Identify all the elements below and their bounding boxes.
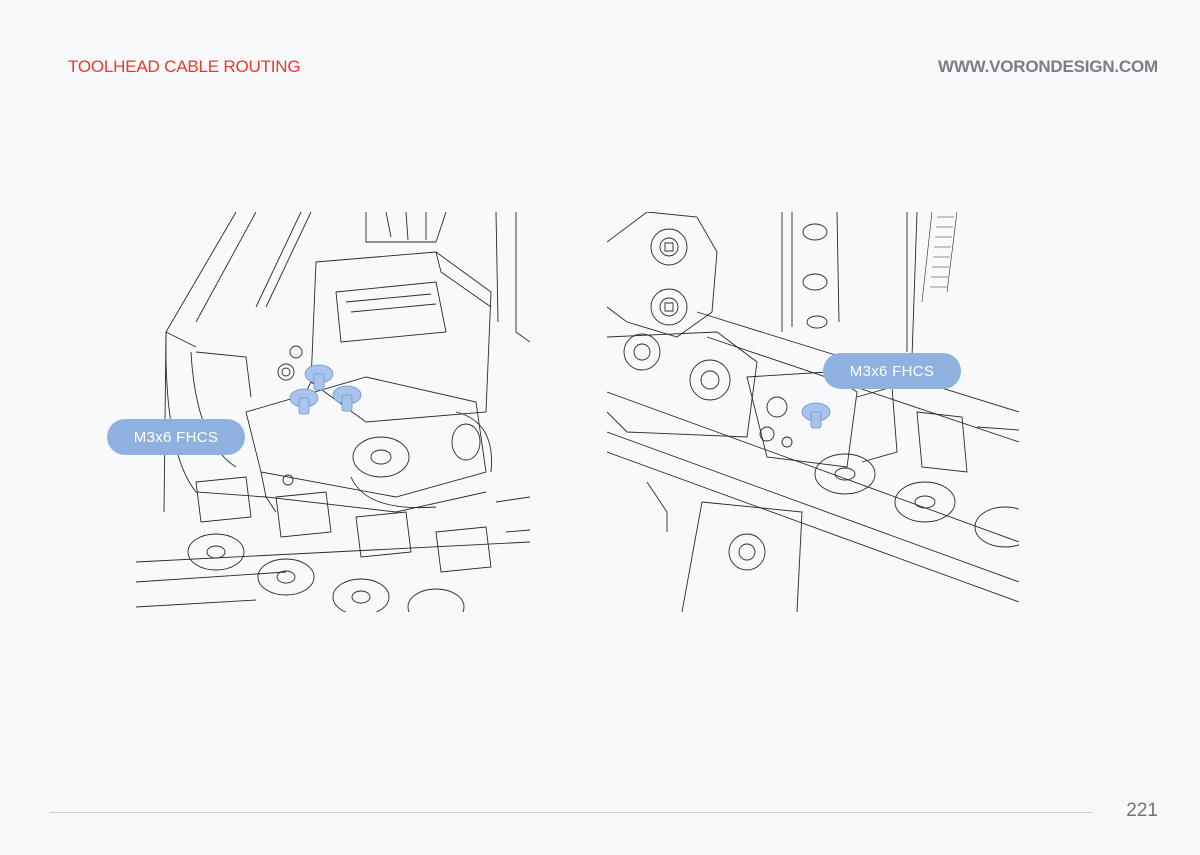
site-url: WWW.VORONDESIGN.COM (937, 57, 1158, 76)
page-number: 221 (1126, 800, 1158, 821)
callout-right-screw-label: M3x6 FHCS (823, 353, 961, 389)
screw-highlight-group (289, 364, 362, 415)
callout-left-screw-label: M3x6 FHCS (107, 419, 245, 455)
figure-right-drag-chain (607, 212, 1019, 612)
screw-highlight-single (801, 402, 831, 429)
section-title: TOOLHEAD CABLE ROUTING (68, 57, 301, 76)
footer-divider (50, 812, 1093, 813)
figure-left-drag-chain (136, 212, 530, 612)
illustration-toolhead-chain-mount (136, 212, 530, 612)
illustration-frame-chain-mount (607, 212, 1019, 612)
